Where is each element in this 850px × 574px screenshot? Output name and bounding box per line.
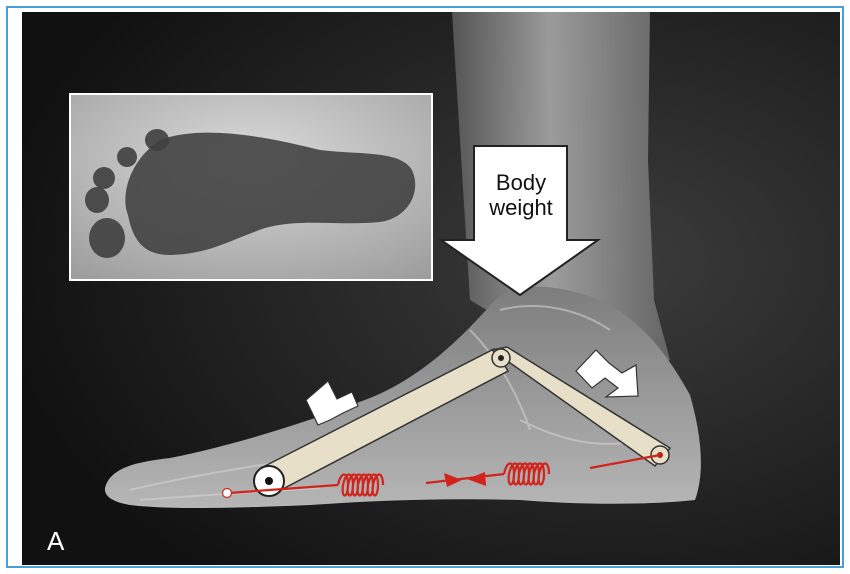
pivot-joint-top-center [498, 355, 504, 361]
pivot-joint-front-center [265, 477, 273, 485]
spring-anchor-toe [223, 489, 232, 498]
arrow-label-line2: weight [488, 195, 553, 220]
toe-5 [145, 129, 169, 151]
footprint-inset [70, 94, 432, 280]
arrow-label-line1: Body [496, 170, 546, 195]
toe-4 [117, 147, 137, 167]
toe-1 [89, 218, 125, 258]
toe-2 [85, 187, 109, 213]
toe-3 [93, 167, 115, 189]
panel-label: A [47, 526, 65, 556]
